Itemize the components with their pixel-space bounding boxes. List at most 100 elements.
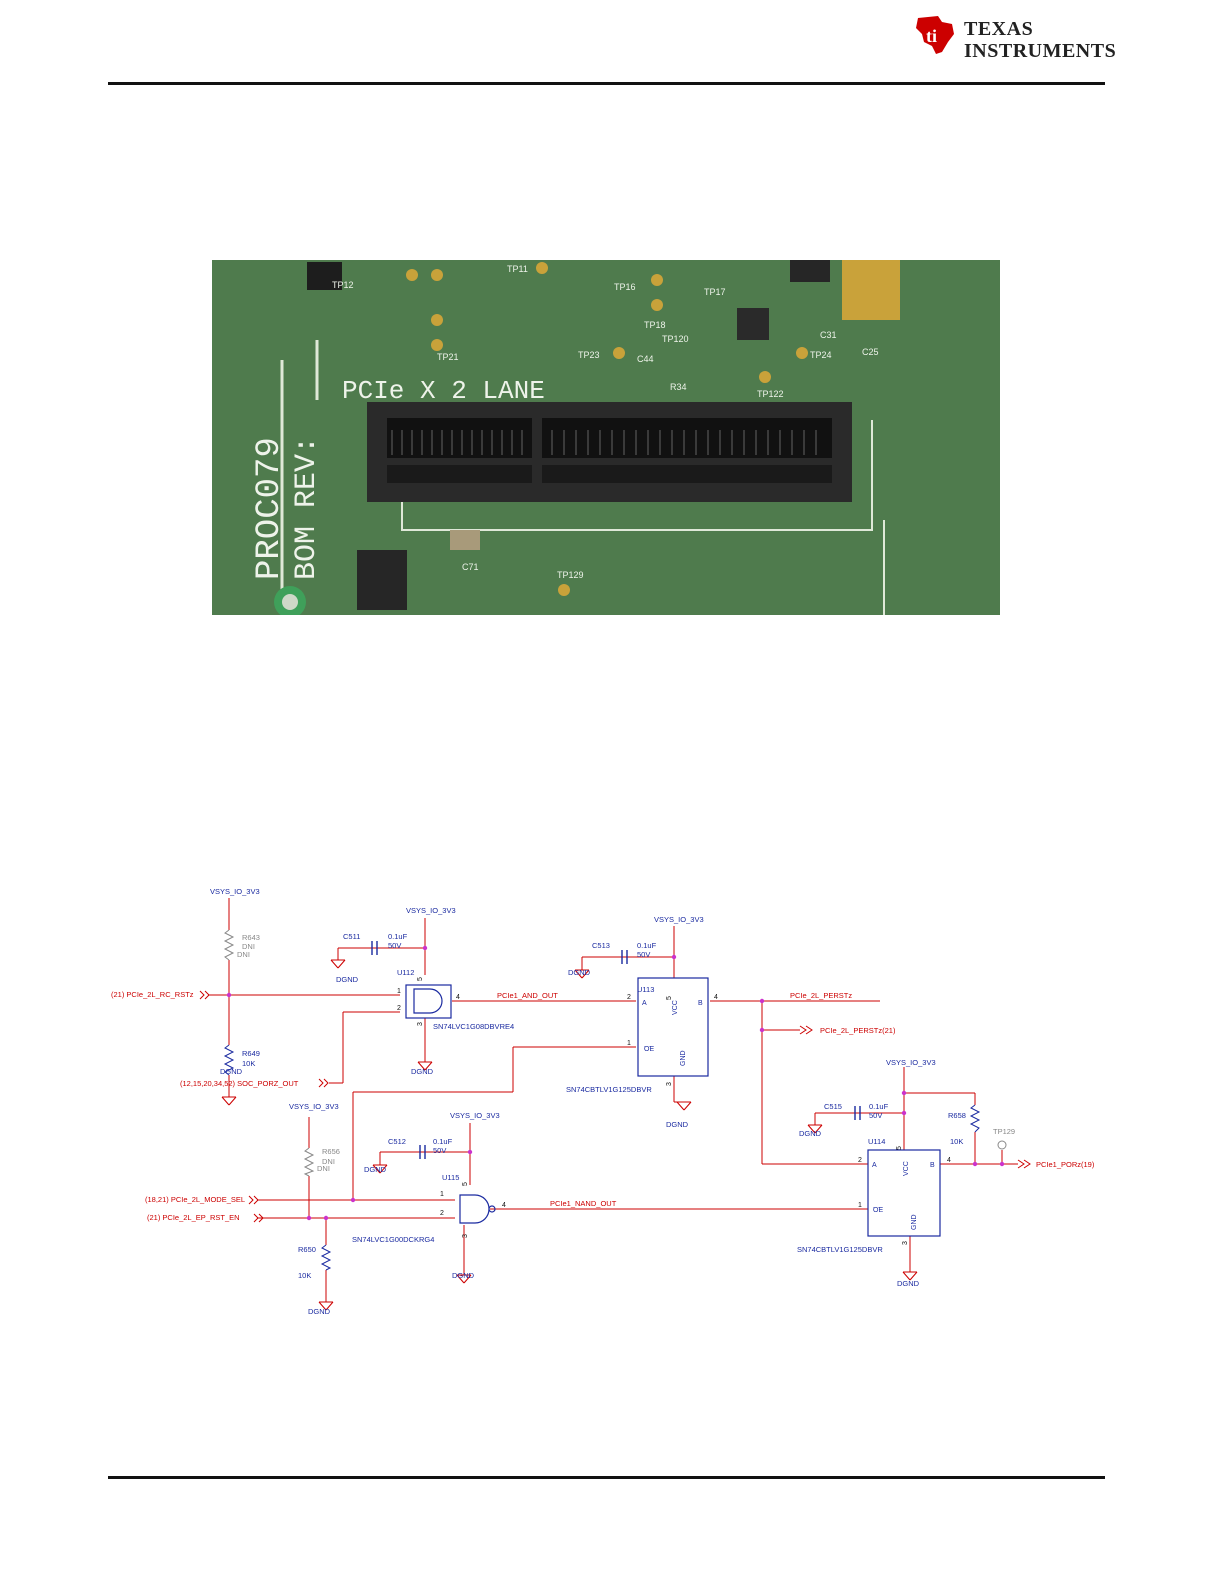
r650-val: 10K [298,1271,311,1280]
c512-val: 0.1uF [433,1137,453,1146]
pcie-reset-schematic: VSYS_IO_3V3 VSYS_IO_3V3 VSYS_IO_3V3 VSYS… [111,887,1095,1316]
u113-gnd: GND [680,1050,687,1066]
resistor-symbols [223,929,981,1271]
pcb-tp18: TP18 [644,320,666,330]
net-rc-rst: (21) PCIe_2L_RC_RSTz [111,990,194,999]
pcb-tp11: TP11 [507,264,528,274]
pcb-connector-label: PCIe X 2 LANE [342,376,545,406]
pcb-tp122: TP122 [757,389,784,399]
pcb-tp12: TP12 [332,280,354,290]
ic-symbols [405,977,941,1237]
u113-pin2: 2 [627,994,631,1001]
u115-ref: U115 [442,1173,459,1182]
u113-pin4: 4 [714,994,718,1001]
pcie-connector-photo: PCIe X 2 LANE PROC079 BOM REV: TP11 TP12… [212,260,1000,615]
net-mode-sel: (18,21) PCIe_2L_MODE_SEL [145,1195,245,1204]
u113-pin3: 3 [666,1082,673,1086]
u113-oe: OE [644,1046,654,1053]
u113-pin5: 5 [666,996,673,1000]
rail-5: VSYS_IO_3V3 [450,1111,500,1120]
u114-pin5: 5 [896,1146,903,1150]
u115-pin1: 1 [440,1191,444,1198]
u112-pin1: 1 [397,988,401,995]
pcb-tp17: TP17 [704,287,726,297]
net-perstz-offpage: PCIe_2L_PERSTz(21) [820,1026,896,1035]
test-point-label: TP129 [993,1127,1015,1136]
u114-b: B [930,1162,935,1169]
c515-ref: C515 [824,1102,842,1111]
test-point-icon [997,1140,1007,1150]
u115-pin3: 3 [462,1234,469,1238]
c512-volt: 50V [433,1146,446,1155]
pcb-tp129: TP129 [557,570,584,580]
u114-oe: OE [873,1207,883,1214]
svg-text:ti: ti [926,26,937,46]
pcb-tp23: TP23 [578,350,600,360]
pcb-c31: C31 [820,330,837,340]
u113-vcc: VCC [672,1000,679,1015]
c511-val: 0.1uF [388,932,408,941]
u112-pin3: 3 [417,1022,424,1026]
gnd-10: DGND [897,1279,920,1288]
u115-pn: SN74LVC1G00DCKRG4 [352,1235,434,1244]
gnd-5: DGND [666,1120,689,1129]
r643-val: DNI [242,942,255,951]
gnd-3: DGND [411,1067,434,1076]
net-porz: PCIe1_PORz(19) [1036,1160,1095,1169]
r643-ref: R643 [242,933,260,942]
u114-pin3: 3 [902,1241,909,1245]
pcb-board-label: PROC079 [251,437,289,580]
pcb-tp16: TP16 [614,282,636,292]
capacitor-symbols [371,941,861,1159]
u114-gnd: GND [911,1214,918,1230]
gnd-6: DGND [364,1165,387,1174]
pcb-tp21: TP21 [437,352,459,362]
c513-volt: 50V [637,950,650,959]
gnd-8: DGND [308,1307,331,1316]
header-divider [108,82,1105,85]
footer-divider [108,1476,1105,1479]
wires [208,898,1018,1302]
r649-ref: R649 [242,1049,260,1058]
rail-2: VSYS_IO_3V3 [406,906,456,915]
brand-line1: TEXAS [964,18,1034,40]
net-ep-rst: (21) PCIe_2L_EP_RST_EN [147,1213,240,1222]
r656-val: DNI [322,1157,335,1166]
gnd-4: DGND [568,968,591,977]
c511-ref: C511 [343,932,360,941]
r658-ref: R658 [948,1111,966,1120]
u114-a: A [872,1162,877,1169]
pcb-c25: C25 [862,347,879,357]
net-nand-out: PCIe1_NAND_OUT [550,1199,617,1208]
r649-val: 10K [242,1059,255,1068]
u113-a: A [642,1000,647,1007]
u114-ref: U114 [868,1137,885,1146]
c513-val: 0.1uF [637,941,657,950]
gnd-2: DGND [336,975,359,984]
gnd-1: DGND [220,1067,243,1076]
gnd-9: DGND [799,1129,822,1138]
r658-val: 10K [950,1137,963,1146]
u114-pin1: 1 [858,1202,862,1209]
r656-val2: DNI [317,1164,330,1173]
r643-val2: DNI [237,950,250,959]
c515-val: 0.1uF [869,1102,889,1111]
u113-ref: U113 [637,985,654,994]
brand-line2: INSTRUMENTS [964,40,1117,62]
c511-volt: 50V [388,941,401,950]
ti-texas-logo-icon: ti [916,16,954,54]
pcb-bom-label: BOM REV: [290,436,324,580]
junctions [226,945,1005,1221]
u114-pn: SN74CBTLV1G125DBVR [797,1245,883,1254]
rail-1: VSYS_IO_3V3 [210,887,260,896]
offpage-arrows [199,990,1031,1223]
pcb-c71: C71 [462,562,479,572]
u112-pin5: 5 [417,977,424,981]
pcb-r34: R34 [670,382,687,392]
u114-vcc: VCC [903,1161,910,1176]
r650-ref: R650 [298,1245,316,1254]
u112-pn: SN74LVC1G08DBVRE4 [433,1022,514,1031]
rail-3: VSYS_IO_3V3 [654,915,704,924]
rail-4: VSYS_IO_3V3 [289,1102,339,1111]
u113-pin1: 1 [627,1040,631,1047]
